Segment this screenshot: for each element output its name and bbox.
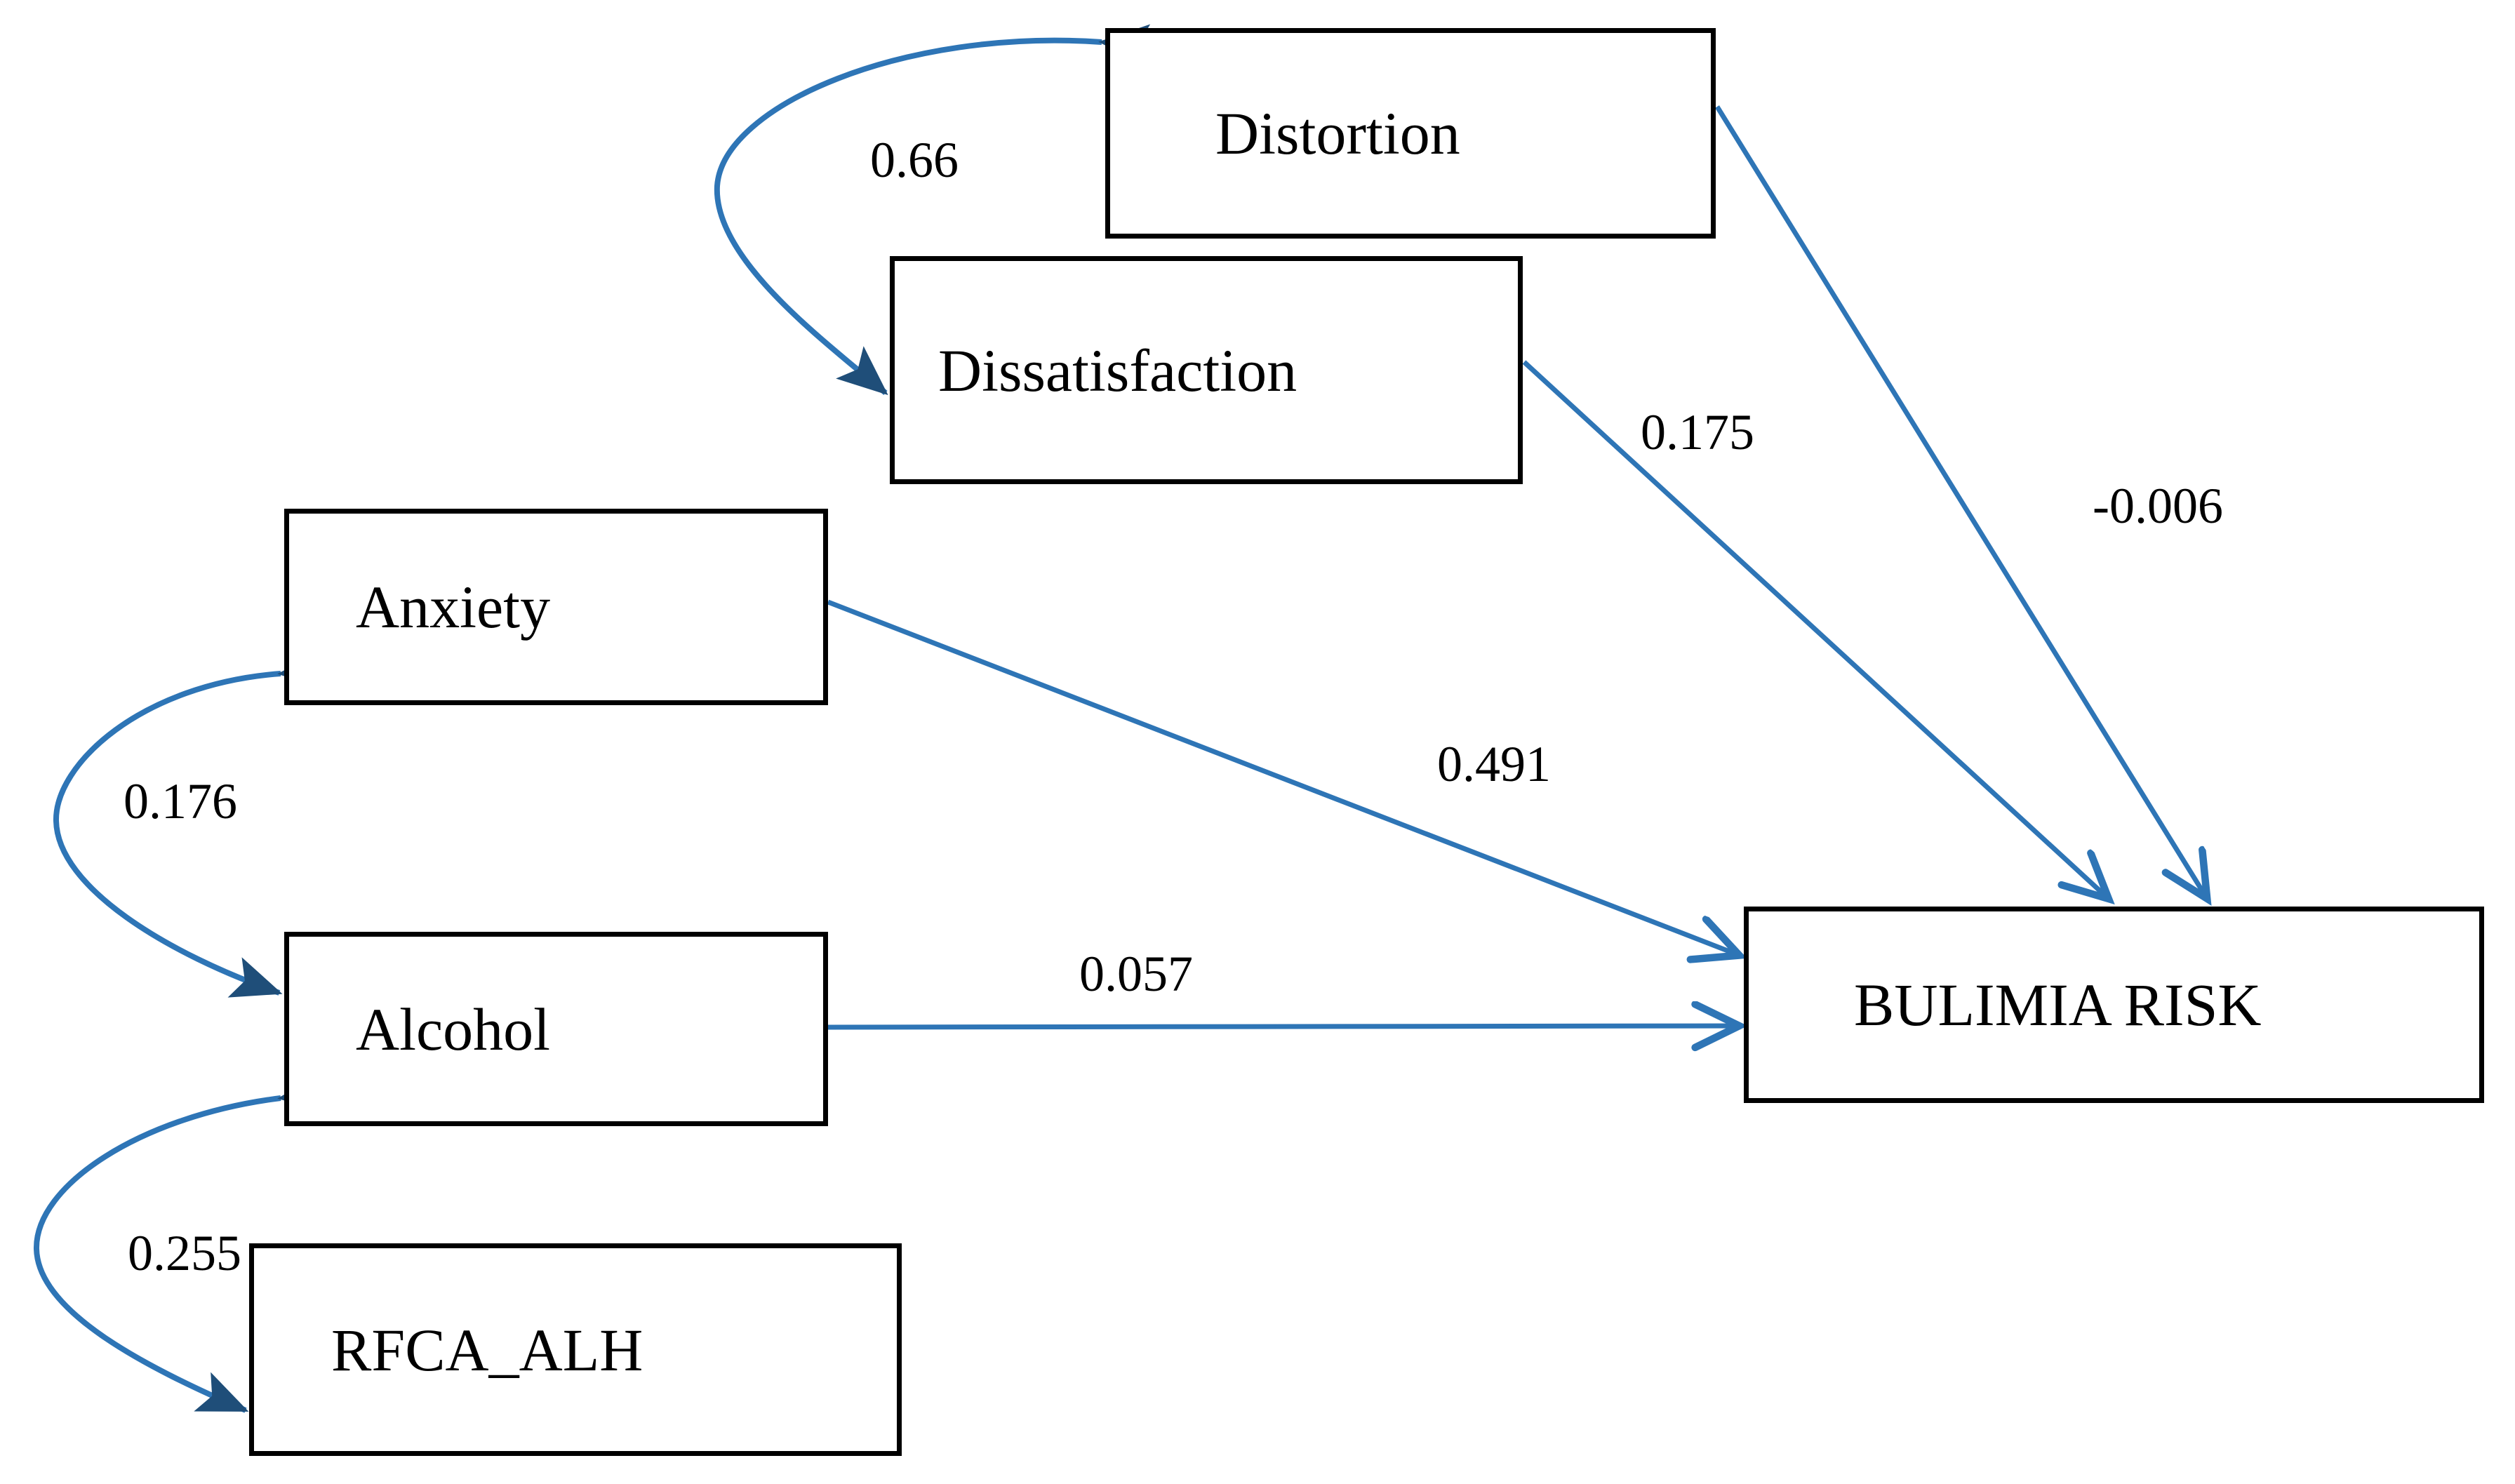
- node-distortion[interactable]: Distortion: [1105, 28, 1716, 239]
- arrow-distortion-dissatisfaction: [714, 24, 1151, 396]
- coefficient-label-distortion-dissatisfaction: 0.66: [870, 132, 959, 188]
- arrow-anxiety-alcohol: [53, 648, 330, 998]
- arrow-anxiety-bulimia: [827, 599, 1740, 956]
- node-label-anxiety: Anxiety: [356, 573, 551, 641]
- node-label-rfca-alh: RFCA_ALH: [331, 1316, 643, 1384]
- coefficient-label-alcohol-rfca: 0.255: [128, 1225, 241, 1281]
- coefficient-label-anxiety-alcohol: 0.176: [124, 773, 237, 829]
- node-alcohol[interactable]: Alcohol: [284, 932, 828, 1126]
- coefficient-label-alcohol-bulimia: 0.057: [1079, 946, 1193, 1002]
- coefficient-label-dissatisfaction-bulimia: 0.175: [1641, 404, 1754, 460]
- node-rfca-alh[interactable]: RFCA_ALH: [249, 1243, 902, 1456]
- coefficient-label-anxiety-bulimia: 0.491: [1437, 736, 1551, 792]
- coefficient-label-distortion-bulimia: -0.006: [2093, 478, 2223, 534]
- arrow-alcohol-rfca: [33, 1071, 331, 1413]
- node-label-alcohol: Alcohol: [356, 995, 551, 1063]
- node-label-distortion: Distortion: [1215, 100, 1460, 167]
- node-dissatisfaction[interactable]: Dissatisfaction: [890, 256, 1523, 484]
- arrow-dissatisfaction-bulimia: [1522, 360, 2109, 900]
- node-bulimia-risk[interactable]: BULIMIA RISK: [1744, 907, 2484, 1103]
- arrow-distortion-bulimia: [1715, 105, 2208, 900]
- node-label-bulimia-risk: BULIMIA RISK: [1854, 971, 2262, 1038]
- arrow-alcohol-bulimia: [827, 1026, 1740, 1027]
- node-anxiety[interactable]: Anxiety: [284, 509, 828, 705]
- node-label-dissatisfaction: Dissatisfaction: [938, 336, 1297, 404]
